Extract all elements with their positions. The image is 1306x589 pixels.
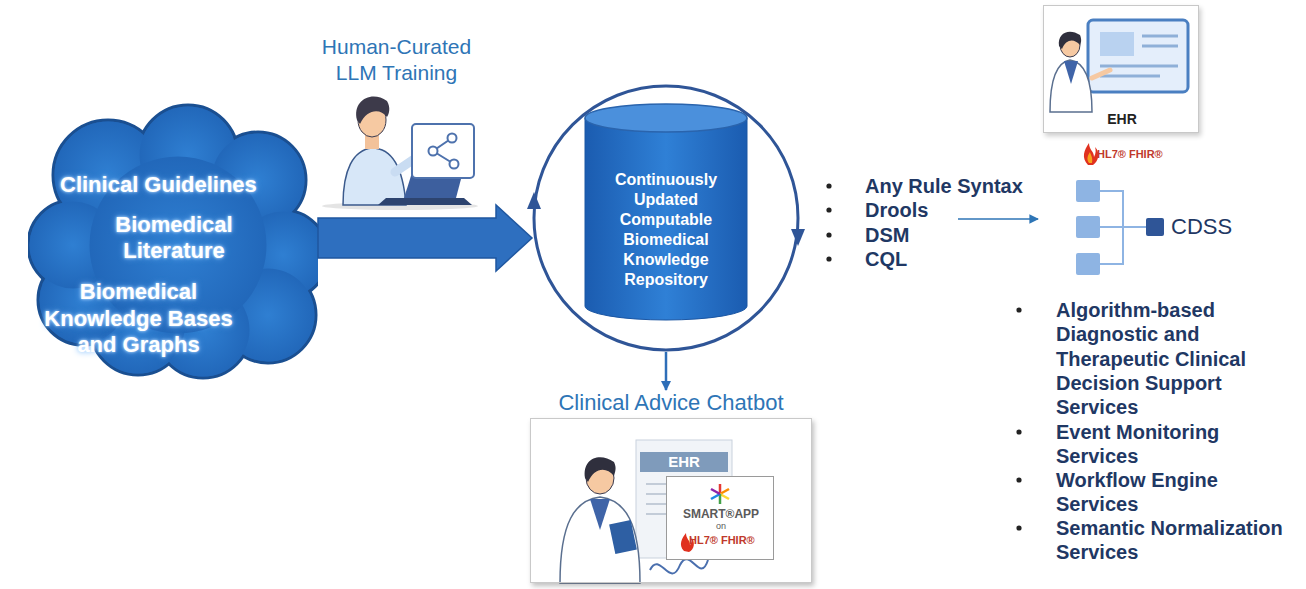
cylinder-top bbox=[585, 104, 747, 132]
cdss-square bbox=[1076, 180, 1100, 202]
smart-star-ray bbox=[720, 494, 729, 499]
ehr-doctor-coat bbox=[1050, 60, 1092, 112]
clipboard bbox=[609, 520, 637, 554]
bullet bbox=[1016, 429, 1021, 434]
doctor-shirt bbox=[590, 499, 610, 530]
tablet-screen bbox=[412, 124, 474, 178]
ehr-node: EHR bbox=[1043, 5, 1199, 133]
cdss-square bbox=[1076, 253, 1100, 275]
badge-text: HL7® FHIR® bbox=[689, 533, 775, 547]
rule-syntax-item: DSM bbox=[865, 223, 1045, 247]
service-item: Workflow Engine Services bbox=[1056, 468, 1296, 517]
cdss-square bbox=[1076, 216, 1100, 238]
cdss-hub bbox=[1146, 218, 1164, 236]
chatbot-panel-fill bbox=[530, 418, 812, 583]
share-icon-dot bbox=[450, 160, 459, 169]
ehr-doctor-hair bbox=[1059, 32, 1081, 49]
ehr-tab-text: EHR bbox=[640, 452, 728, 472]
rule-syntax-item: Any Rule Syntax bbox=[865, 174, 1045, 198]
cycle-circle bbox=[534, 86, 798, 350]
chatbot-heading: Clinical Advice Chatbot bbox=[528, 390, 814, 416]
laptop-base bbox=[378, 198, 472, 205]
ehr-doctor-shirt bbox=[1064, 61, 1078, 84]
share-icon-dot bbox=[429, 147, 438, 156]
bullet bbox=[826, 183, 831, 188]
bullet bbox=[1016, 477, 1021, 482]
ehr-text: EHR bbox=[1044, 110, 1200, 128]
curator-hair bbox=[356, 96, 389, 124]
chatbot-illustration bbox=[530, 418, 812, 583]
smart-star-ray bbox=[711, 494, 720, 499]
doctor-hair bbox=[585, 457, 616, 482]
bullet bbox=[826, 232, 831, 237]
cloud-node: Clinical GuidelinesBiomedical Literature… bbox=[28, 95, 318, 380]
flow-arrow bbox=[318, 205, 532, 271]
cdss-label: CDSS bbox=[1171, 213, 1261, 241]
ehr-illustration bbox=[1043, 5, 1199, 133]
cycle-arrowhead bbox=[791, 229, 805, 246]
hl7-flame-core bbox=[1087, 152, 1092, 163]
bullet bbox=[1016, 307, 1021, 312]
bullet bbox=[826, 207, 831, 212]
output-arrow bbox=[665, 352, 668, 390]
ehr-tab bbox=[640, 452, 728, 472]
smart-app-badge: SMART®APPonHL7® FHIR® bbox=[666, 476, 774, 560]
cdss-icon bbox=[1076, 180, 1164, 275]
bullet bbox=[1016, 525, 1021, 530]
rule-syntax-item: Drools bbox=[865, 198, 1045, 222]
badge-text: SMART®APP bbox=[667, 507, 775, 521]
service-item: Event Monitoring Services bbox=[1056, 420, 1296, 469]
hl7-logo bbox=[1084, 143, 1098, 165]
rule-export-arrow bbox=[958, 218, 1038, 220]
chatbot-panel bbox=[530, 418, 812, 583]
ehr-doctor-arm bbox=[1092, 70, 1110, 78]
curator-shirt bbox=[343, 148, 406, 205]
screen-panel bbox=[1100, 32, 1134, 56]
source-text: Biomedical Knowledge Bases and Graphs bbox=[41, 279, 236, 359]
cycle-arrowhead bbox=[527, 192, 541, 209]
doctor-coat bbox=[560, 497, 640, 583]
repository-text: Continuously Updated Computable Biomedic… bbox=[606, 170, 726, 290]
chatbot-node: Clinical Advice ChatbotSMART®APPonHL7® F… bbox=[528, 390, 814, 585]
cdss-connector bbox=[1100, 191, 1146, 264]
smart-star-ray bbox=[720, 489, 729, 494]
repository-node: Continuously Updated Computable Biomedic… bbox=[532, 84, 800, 352]
source-text: Biomedical Literature bbox=[104, 212, 244, 264]
badge-fill bbox=[666, 476, 774, 560]
dna-strand bbox=[650, 559, 708, 573]
service-item: Semantic Normalization Services bbox=[1056, 516, 1296, 565]
ehr-screen bbox=[1088, 20, 1188, 92]
source-text: Clinical Guidelines bbox=[60, 172, 295, 198]
rule-syntax-item: CQL bbox=[865, 247, 1045, 271]
services-list bbox=[1016, 307, 1021, 530]
hl7-flame bbox=[1084, 143, 1098, 165]
smart-star-ray bbox=[711, 489, 720, 494]
cylinder-body bbox=[585, 118, 747, 320]
badge-text: on bbox=[667, 521, 775, 532]
service-item: Algorithm-based Diagnostic and Therapeut… bbox=[1056, 298, 1296, 419]
standard-logo-text: HL7® FHIR® bbox=[1097, 147, 1187, 161]
bullet bbox=[826, 256, 831, 261]
ehr-box-fill bbox=[1043, 5, 1199, 133]
curator-illustration bbox=[322, 96, 478, 210]
share-icon-dot bbox=[448, 134, 457, 143]
process-caption: Human-Curated LLM Training bbox=[309, 34, 484, 86]
